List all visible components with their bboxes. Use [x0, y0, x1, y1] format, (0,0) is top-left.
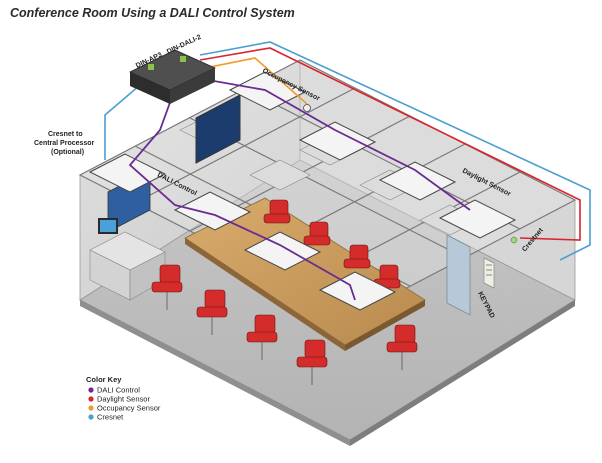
cresnet-label-line1: Cresnet to [48, 131, 83, 138]
key-swatch-dali [88, 387, 94, 393]
occupancy-wire [194, 57, 308, 105]
chair [246, 314, 278, 360]
key-item-dali: DALI Control [97, 386, 140, 395]
floor-edge-right [350, 300, 575, 446]
reception-desk [89, 218, 166, 301]
cresnet-wire [104, 84, 141, 160]
light-fixture [378, 161, 457, 201]
dali-wire-upper [179, 74, 471, 211]
cresnet-wire-right [199, 41, 591, 261]
key-item-cresnet: Cresnet [97, 413, 124, 422]
conference-table [184, 197, 426, 351]
light-fixture [88, 153, 167, 193]
cresnet-label-line2: Central Processor [34, 140, 95, 147]
daylight-sensor [510, 236, 518, 244]
daylight-wire [199, 47, 581, 241]
light-fixture [243, 231, 322, 271]
key-swatch-cresnet [88, 414, 94, 420]
chair [343, 244, 371, 269]
chair [386, 324, 418, 370]
keypad [483, 257, 495, 289]
chair [303, 221, 331, 246]
chair [296, 339, 328, 385]
dali-wire [128, 74, 356, 301]
light-fixture [173, 191, 252, 231]
chairs [151, 199, 418, 385]
color-key-title: Color Key [86, 375, 122, 384]
key-item-occupancy: Occupancy Sensor [97, 404, 161, 413]
key-item-daylight: Daylight Sensor [97, 395, 150, 404]
floor-edge [80, 300, 350, 446]
occupancy-sensor [303, 104, 311, 112]
chair [196, 289, 228, 335]
din-rail-modules [129, 49, 216, 104]
key-swatch-occupancy [88, 405, 94, 411]
wall-display [195, 94, 241, 164]
diagram-title: Conference Room Using a DALI Control Sys… [10, 6, 295, 20]
chair [151, 264, 183, 310]
key-swatch-daylight [88, 396, 94, 402]
cresnet-label-line3: (Optional) [51, 149, 84, 156]
door [446, 234, 471, 316]
chair [263, 199, 291, 224]
light-fixture [318, 271, 397, 311]
color-key: Color Key DALI Control Daylight Sensor O… [86, 375, 161, 422]
din-dali-2-label: DIN-DALI-2 [166, 34, 203, 56]
light-fixture [298, 121, 377, 161]
